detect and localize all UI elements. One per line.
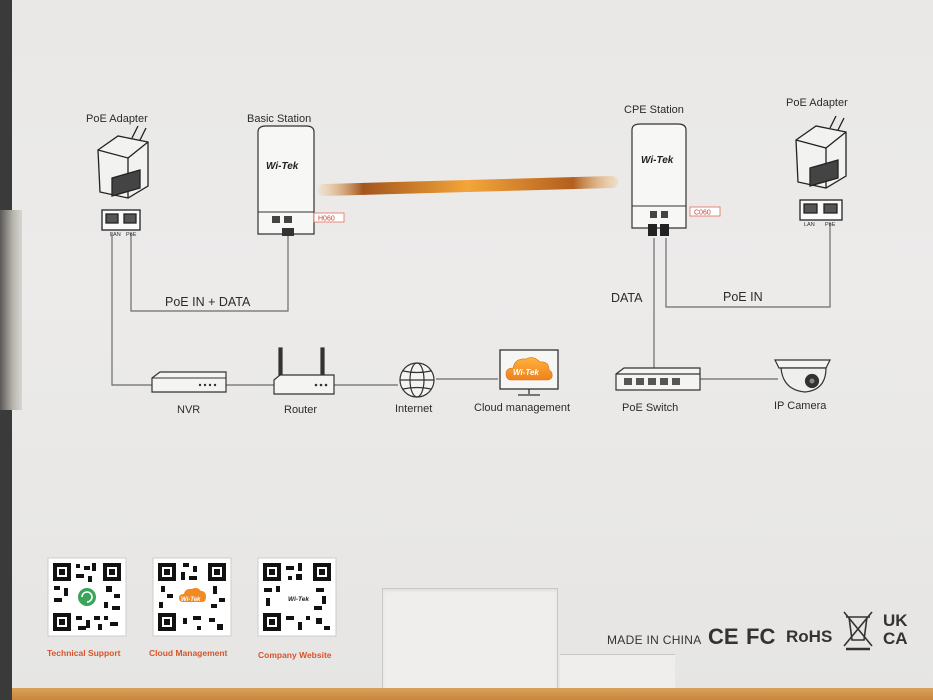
box-side-edge [0,210,22,410]
adapter-right-lan-label: LAN [804,222,815,228]
internet-label: Internet [395,403,432,415]
poe-adapter-right-icon [795,115,847,221]
basic-station-model: H060 [318,216,335,223]
qr-code-technical-support [47,557,127,637]
basic-station-brand: Wi-Tek [266,161,299,172]
ip-camera-label: IP Camera [774,400,827,412]
qr-technical-support-label: Technical Support [47,648,121,658]
adapter-left-poe-label: PoE [126,232,137,238]
connection-lines [111,222,831,386]
qr-cloud-management-label: Cloud Management [149,648,228,658]
box-bottom-strip [12,688,933,700]
ukca-mark-top: UK [883,611,908,630]
ce-mark: CE [708,624,739,649]
nvr-icon [151,371,227,393]
fcc-mark: FC [746,624,776,649]
cloud-brand: Wi-Tek [513,368,539,377]
ip-camera-icon [774,359,831,393]
adapter-right-poe-label: PoE [825,222,836,228]
data-label: DATA [611,291,643,305]
cloud-management-monitor-icon [499,349,559,396]
label-patch [382,588,558,700]
poe-switch-icon [615,367,701,391]
poe-adapter-left-icon [97,125,149,231]
router-icon [273,347,335,395]
cpe-station-model: C060 [694,210,711,217]
poe-adapter-left-label: PoE Adapter [86,113,148,125]
qr-cloud-brand: Wi-Tek [181,597,201,603]
cpe-station-brand: Wi-Tek [641,155,674,166]
qr-website-brand: Wi-Tek [288,596,309,603]
cpe-station-icon [631,123,721,236]
basic-station-label: Basic Station [247,113,311,125]
adapter-left-lan-label: LAN [110,232,121,238]
made-in-china-text: MADE IN CHINA [607,633,702,647]
router-label: Router [284,404,317,416]
qr-code-cloud-management [152,557,232,637]
qr-company-website-label: Company Website [258,650,332,660]
basic-station-icon [257,125,345,236]
qr-code-company-website [257,557,337,637]
ukca-mark-bottom: CA [883,629,908,648]
poe-switch-label: PoE Switch [622,402,678,414]
wireless-link-beam [318,175,618,197]
nvr-label: NVR [177,404,200,416]
poe-in-label: PoE IN [723,290,763,304]
weee-bin-icon [843,611,873,651]
cpe-station-label: CPE Station [624,104,684,116]
internet-globe-icon [399,362,435,398]
cloud-management-label: Cloud management [474,402,570,414]
poe-adapter-right-label: PoE Adapter [786,97,848,109]
poe-in-data-label: PoE IN + DATA [165,295,251,309]
rohs-mark: RoHS [786,627,833,646]
